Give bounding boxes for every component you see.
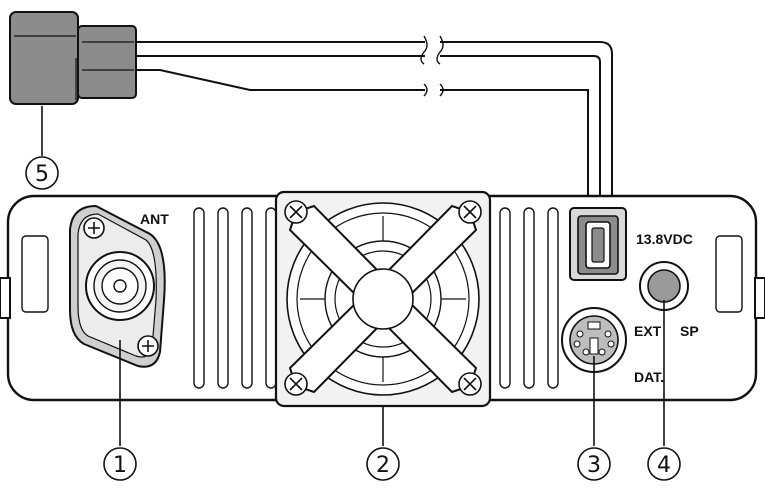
- cooling-fan: [274, 190, 492, 408]
- callout-1-number: 1: [113, 453, 127, 478]
- power-plug: [9, 11, 137, 105]
- data-jack: [561, 307, 627, 373]
- callout-2-circle: [366, 447, 400, 481]
- data-label: DAT.: [634, 369, 664, 385]
- callout-5-circle: [25, 156, 59, 190]
- ext-sp-label-left: EXT: [634, 323, 662, 339]
- callout-1-circle: [103, 447, 137, 481]
- antenna-screw-top: [83, 217, 105, 239]
- antenna-connector: [69, 204, 166, 368]
- callout-2-number: 2: [376, 453, 390, 478]
- antenna-screw-bottom: [137, 335, 159, 357]
- power-jack: [569, 207, 627, 281]
- power-cable: [136, 35, 613, 255]
- callout-4-circle: [647, 447, 681, 481]
- callout-5-number: 5: [35, 162, 49, 187]
- callout-3-circle: [577, 447, 611, 481]
- ext-sp-label-right: SP: [680, 323, 699, 339]
- callout-4-number: 4: [657, 453, 671, 478]
- power-label: 13.8VDC: [636, 231, 693, 247]
- ant-label: ANT: [140, 211, 169, 227]
- callout-3-number: 3: [587, 453, 601, 478]
